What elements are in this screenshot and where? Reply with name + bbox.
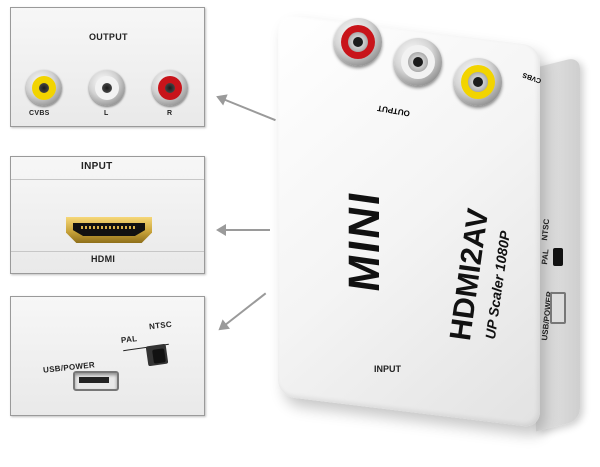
device-yellow-jack (454, 58, 502, 106)
device-red-jack (334, 18, 382, 66)
hdmi-label: HDMI (91, 254, 116, 264)
device-input-label: INPUT (374, 364, 401, 374)
output-arrow (217, 96, 276, 122)
device-brand: MINI (340, 187, 389, 295)
audio-left-jack (89, 70, 125, 106)
output-detail-panel: OUTPUT CVBS L R (10, 7, 205, 127)
pal-ntsc-switch (152, 348, 166, 364)
ntsc-label: NTSC (148, 319, 173, 332)
device-pal-ntsc-switch (553, 248, 563, 266)
input-arrow (216, 224, 270, 236)
device-side-pal-label: PAL (540, 248, 551, 265)
r-label: R (167, 110, 173, 117)
device-usb-port (550, 292, 566, 324)
hdmi-port-pins (81, 226, 137, 229)
power-detail-panel: USB/POWER PAL NTSC (10, 296, 205, 416)
hdmi-port-socket (73, 223, 145, 236)
input-detail-panel: INPUT HDMI (10, 156, 205, 274)
cvbs-label: CVBS (29, 110, 50, 117)
device-white-jack (394, 38, 442, 86)
audio-right-jack (152, 70, 188, 106)
power-arrow (219, 292, 267, 330)
output-title: OUTPUT (89, 32, 128, 42)
usb-power-port-socket (79, 377, 109, 383)
pal-label: PAL (120, 334, 138, 345)
device-side (536, 56, 580, 432)
input-title: INPUT (81, 161, 113, 172)
cvbs-jack (26, 70, 62, 106)
l-label: L (104, 110, 109, 117)
